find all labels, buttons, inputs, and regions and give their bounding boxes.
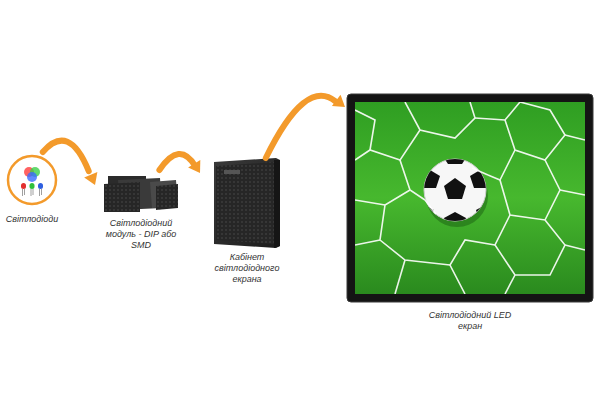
- led-node: Світлодіоди: [5, 152, 59, 227]
- flow-arrow: [159, 154, 200, 173]
- node-label: Світлодіодний модуль - DIP або SMD: [95, 218, 187, 251]
- arrow-head: [84, 172, 97, 185]
- arrow-line: [266, 96, 336, 158]
- flow-arrow: [43, 141, 98, 185]
- module-node: Світлодіодний модуль - DIP або SMD: [95, 170, 187, 253]
- cabinet-node: Кабінет світлодіодного екрана: [200, 158, 294, 287]
- arrow-head: [188, 160, 200, 173]
- screen-node: Світлодіодний LED екран: [345, 92, 595, 334]
- led-screen: [347, 94, 593, 302]
- arrow-head: [332, 95, 345, 107]
- arrow-line: [43, 141, 89, 172]
- node-label: Світлодіоди: [2, 214, 62, 225]
- flow-arrow: [266, 95, 345, 158]
- led-module: [104, 176, 178, 212]
- led-icon: [8, 156, 56, 204]
- node-label: Кабінет світлодіодного екрана: [200, 252, 294, 285]
- node-label: Світлодіодний LED екран: [425, 310, 515, 332]
- led-cabinet: [214, 158, 280, 248]
